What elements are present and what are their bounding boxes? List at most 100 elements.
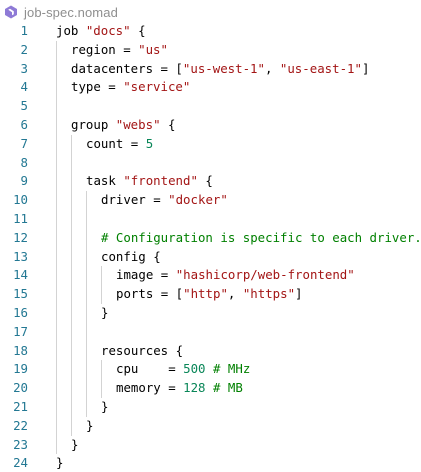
code-token: # MB	[205, 380, 243, 396]
line-number: 2	[20, 41, 28, 57]
line-number: 4	[20, 79, 28, 95]
code-token: }	[101, 305, 109, 320]
line-number: 23	[13, 436, 28, 452]
line-number: 3	[20, 60, 28, 76]
code-token: datacenters = [	[71, 60, 183, 76]
code-token: "us-east-1"	[279, 60, 362, 76]
line-number: 5	[20, 98, 28, 114]
line-code: task "frontend" {	[86, 172, 213, 190]
code-line: 21}	[0, 398, 421, 416]
code-token: "docs"	[85, 23, 131, 38]
code-token: "service"	[123, 79, 191, 95]
code-token: ]	[361, 60, 370, 76]
line-number: 9	[20, 173, 28, 189]
indent-guide	[71, 134, 72, 436]
line-number: 16	[13, 305, 28, 320]
code-line: 24}	[0, 454, 421, 472]
indent-guide	[101, 266, 102, 304]
indent-guide	[86, 191, 87, 417]
code-token: type =	[71, 79, 124, 95]
line-code: job "docs" {	[56, 22, 146, 40]
code-token: "docker"	[168, 192, 228, 208]
code-line: 16}	[0, 304, 421, 322]
line-code: ports = ["http", "https"]	[116, 285, 303, 303]
code-token: }	[86, 417, 94, 433]
code-line: 10 driver = "docker"	[0, 191, 421, 209]
code-token: image =	[116, 267, 176, 283]
code-token: }	[71, 436, 79, 452]
code-token: "http"	[183, 286, 228, 302]
line-number: 14	[13, 267, 28, 283]
line-code: config {	[101, 248, 161, 266]
code-token: }	[101, 399, 109, 414]
line-code: type = "service"	[71, 78, 190, 96]
code-token: "us-west-1"	[182, 60, 265, 76]
code-token: ports = [	[116, 286, 184, 302]
line-code: group "webs" {	[71, 116, 175, 134]
code-token: config {	[101, 248, 161, 264]
code-line: 14 image = "hashicorp/web-frontend"	[0, 266, 421, 284]
line-number: 10	[13, 192, 28, 208]
code-token: resources {	[101, 342, 184, 358]
code-token: {	[130, 23, 146, 38]
code-token: ]	[295, 286, 303, 302]
code-token: ,	[264, 60, 280, 76]
line-code: datacenters = ["us-west-1", "us-east-1"]	[71, 60, 369, 78]
line-code: image = "hashicorp/web-frontend"	[116, 266, 355, 284]
code-line: 13 config {	[0, 248, 421, 266]
code-token: driver =	[101, 192, 169, 208]
indent-guide	[56, 40, 57, 455]
code-token: count =	[86, 135, 146, 151]
indent-guide	[101, 360, 102, 398]
code-token: group	[71, 117, 116, 132]
code-token: 128	[183, 380, 206, 396]
code-line: 18 resources {	[0, 342, 421, 360]
line-code: driver = "docker"	[101, 191, 228, 209]
code-line: 8	[0, 154, 421, 172]
code-token: memory =	[116, 380, 184, 396]
code-line: 12# Configuration is specific to each dr…	[0, 229, 421, 247]
code-token: 5	[145, 135, 154, 151]
code-line: 15 ports = ["http", "https"]	[0, 285, 421, 303]
code-line: 11	[0, 210, 421, 228]
line-number: 1	[20, 23, 28, 38]
code-token: "frontend"	[123, 173, 198, 189]
code-token: {	[197, 173, 213, 189]
line-number: 12	[13, 229, 28, 245]
code-token: "webs"	[115, 117, 161, 132]
line-number: 7	[20, 135, 28, 151]
line-code: }	[56, 454, 63, 472]
code-line: 23}	[0, 436, 421, 454]
line-number: 11	[13, 211, 28, 226]
line-code: }	[86, 417, 93, 435]
tab-job-spec[interactable]: job-spec.nomad	[4, 3, 118, 21]
line-number: 22	[13, 417, 28, 433]
line-number: 17	[13, 323, 28, 339]
code-line: 4 type = "service"	[0, 78, 421, 96]
code-token: 500	[183, 361, 206, 377]
code-token: {	[160, 117, 176, 132]
line-number: 13	[13, 248, 28, 264]
line-code: }	[101, 304, 108, 322]
line-number: 18	[13, 342, 28, 358]
code-token: region =	[71, 41, 139, 57]
line-number: 6	[20, 117, 28, 132]
line-number: 19	[13, 361, 28, 377]
code-line: 22}	[0, 417, 421, 435]
line-code: memory = 128 # MB	[116, 379, 243, 397]
code-token: job	[56, 23, 86, 38]
line-number: 20	[13, 380, 28, 396]
nomad-file-icon	[5, 5, 17, 19]
code-line: 9 task "frontend" {	[0, 172, 421, 190]
code-line: 5	[0, 97, 421, 115]
code-line: 20 memory = 128 # MB	[0, 379, 421, 397]
line-number: 15	[13, 286, 28, 302]
code-token: }	[56, 455, 64, 471]
line-code: }	[71, 436, 78, 454]
code-line: 1 job "docs" {	[0, 22, 421, 40]
line-code: }	[101, 398, 108, 416]
code-line: 17	[0, 323, 421, 341]
line-code: count = 5	[86, 135, 153, 153]
